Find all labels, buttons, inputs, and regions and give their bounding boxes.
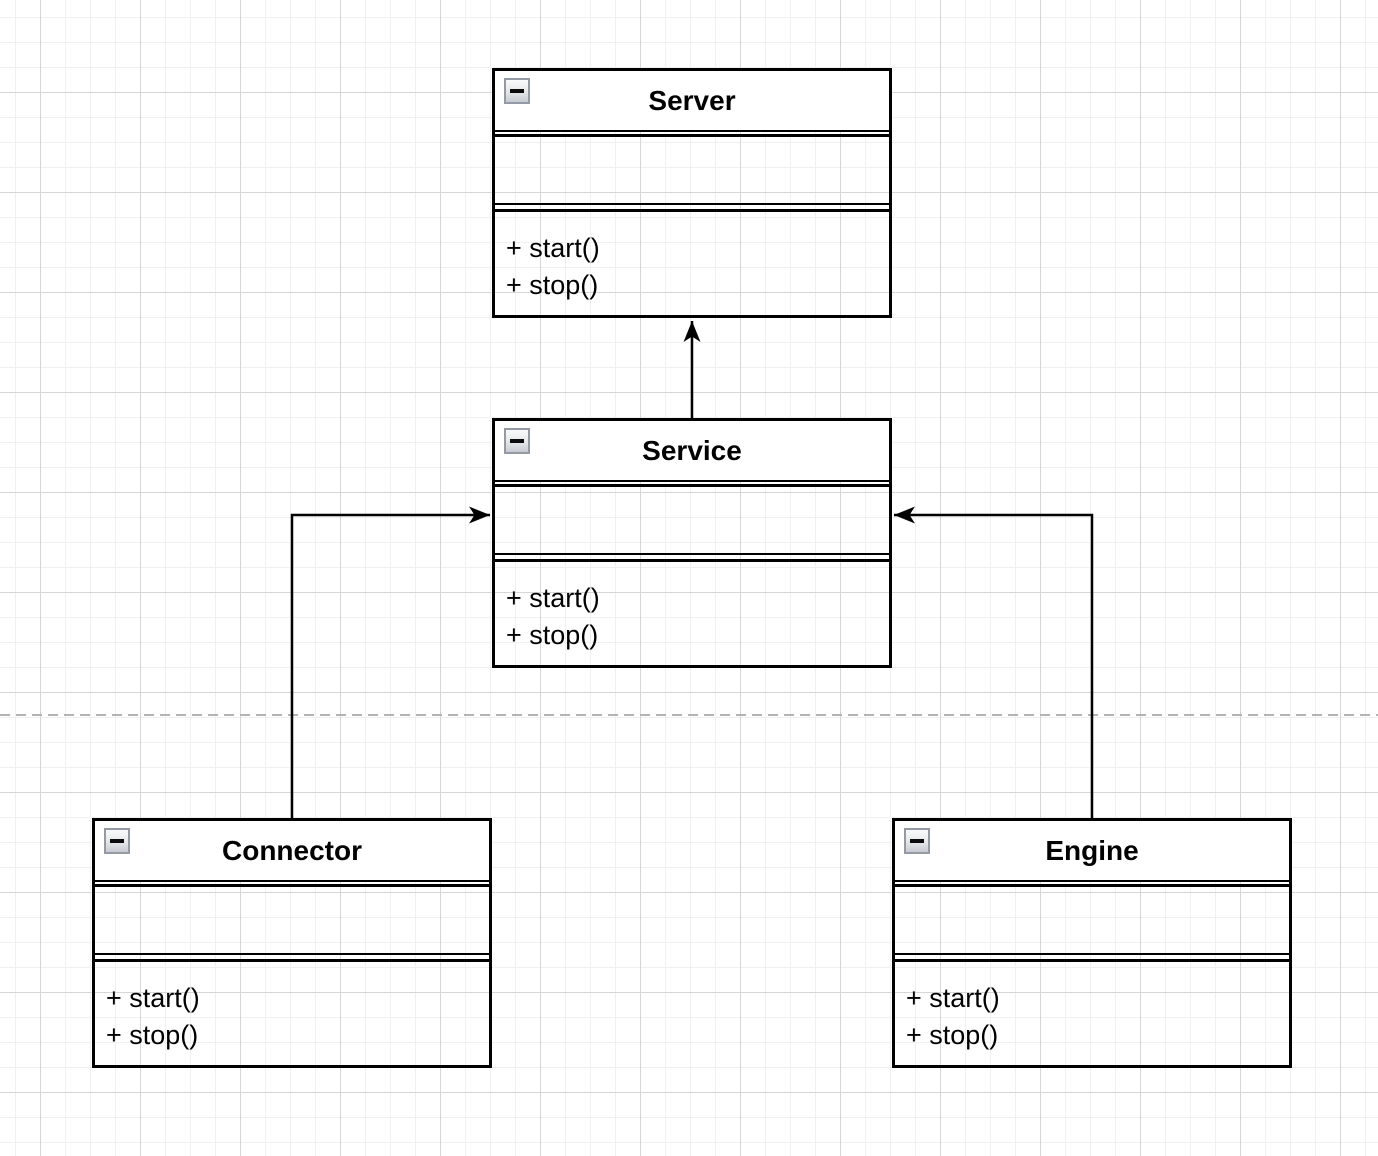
class-box-service[interactable]: Service + start() + stop()	[492, 418, 892, 668]
arrow-engine-to-service[interactable]	[894, 506, 1094, 818]
method-label: + start()	[506, 233, 600, 263]
class-box-connector[interactable]: Connector + start() + stop()	[92, 818, 492, 1068]
class-name: Server	[648, 84, 736, 116]
class-attributes-section[interactable]	[495, 134, 889, 205]
method-label: + start()	[106, 983, 200, 1013]
method-label: + start()	[906, 983, 1000, 1013]
class-box-server[interactable]: Server + start() + stop()	[492, 68, 892, 318]
class-title-bar[interactable]: Connector	[95, 821, 489, 882]
class-methods-section[interactable]: + start() + stop()	[95, 959, 489, 1065]
collapse-minus-icon[interactable]	[904, 828, 930, 854]
method-label: + stop()	[106, 1020, 199, 1050]
class-box-engine[interactable]: Engine + start() + stop()	[892, 818, 1292, 1068]
method-label: + stop()	[506, 620, 599, 650]
class-attributes-section[interactable]	[95, 884, 489, 955]
collapse-minus-icon[interactable]	[104, 828, 130, 854]
arrow-connector-to-service[interactable]	[290, 506, 490, 818]
class-methods-section[interactable]: + start() + stop()	[895, 959, 1289, 1065]
collapse-minus-icon[interactable]	[504, 78, 530, 104]
class-methods-section[interactable]: + start() + stop()	[495, 209, 889, 315]
method-label: + stop()	[506, 270, 599, 300]
method-label: + stop()	[906, 1020, 999, 1050]
class-title-bar[interactable]: Service	[495, 421, 889, 482]
class-attributes-section[interactable]	[895, 884, 1289, 955]
class-name: Service	[642, 434, 742, 466]
class-methods-section[interactable]: + start() + stop()	[495, 559, 889, 665]
method-label: + start()	[506, 583, 600, 613]
class-title-bar[interactable]: Server	[495, 71, 889, 132]
class-name: Engine	[1045, 834, 1139, 866]
class-name: Connector	[222, 834, 362, 866]
class-title-bar[interactable]: Engine	[895, 821, 1289, 882]
class-attributes-section[interactable]	[495, 484, 889, 555]
collapse-minus-icon[interactable]	[504, 428, 530, 454]
